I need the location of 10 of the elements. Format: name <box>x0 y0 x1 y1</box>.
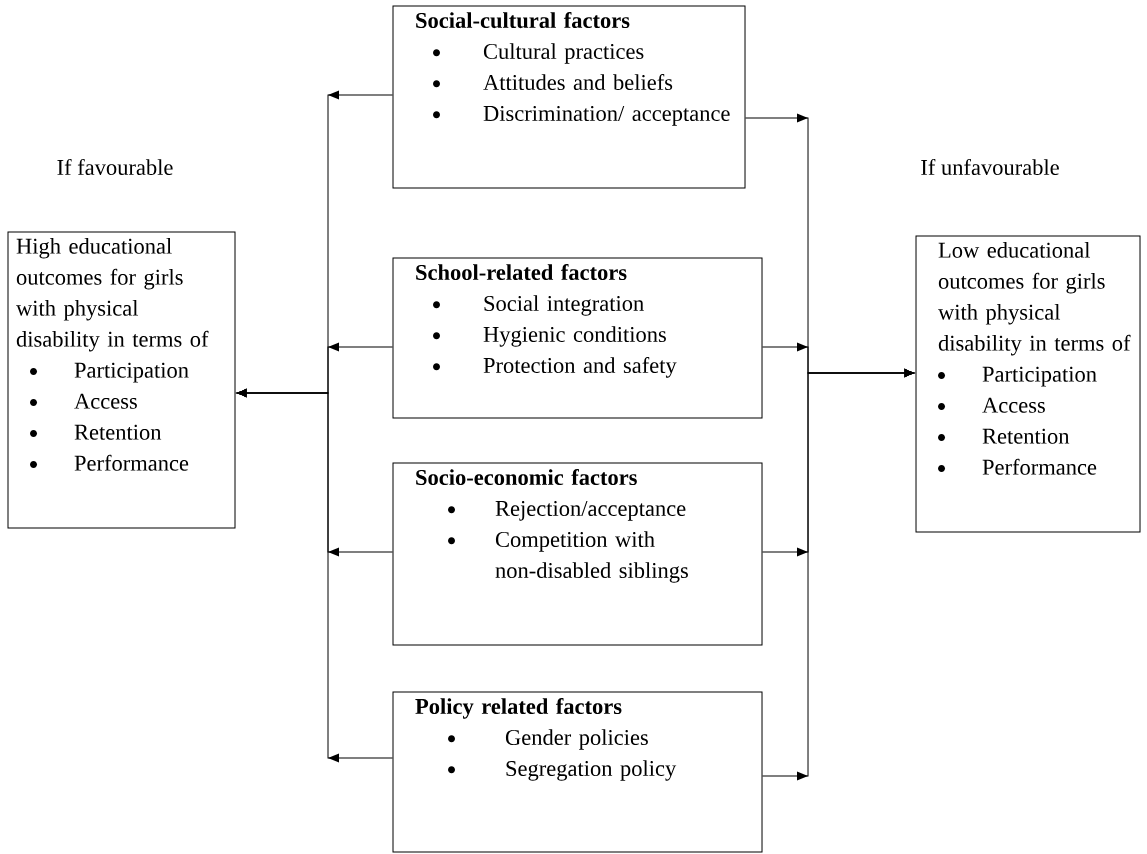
factor-box: Low educational outcomes for girls with physical disability in terms of Participation Access Retention Performance <box>915 235 1141 533</box>
arrow <box>236 388 393 763</box>
condition-label: If unfavourable <box>921 158 1059 176</box>
arrow <box>762 368 915 781</box>
factor-box: Social-cultural factors Cultural practices Attitudes and beliefs Discrimination/ acceptance <box>392 5 746 189</box>
factor-box: High educational outcomes for girls with physical disability in terms of Participation Access Retention Performance <box>7 231 236 529</box>
condition-label: If favourable <box>57 158 173 176</box>
factor-box: Policy related factors Gender policies Segregation policy <box>392 691 763 853</box>
factor-box: Socio-economic factors Rejection/acceptance Competition with non-disabled siblings <box>392 462 763 646</box>
factor-box: School-related factors Social integration Hygienic conditions Protection and safety <box>392 257 763 419</box>
